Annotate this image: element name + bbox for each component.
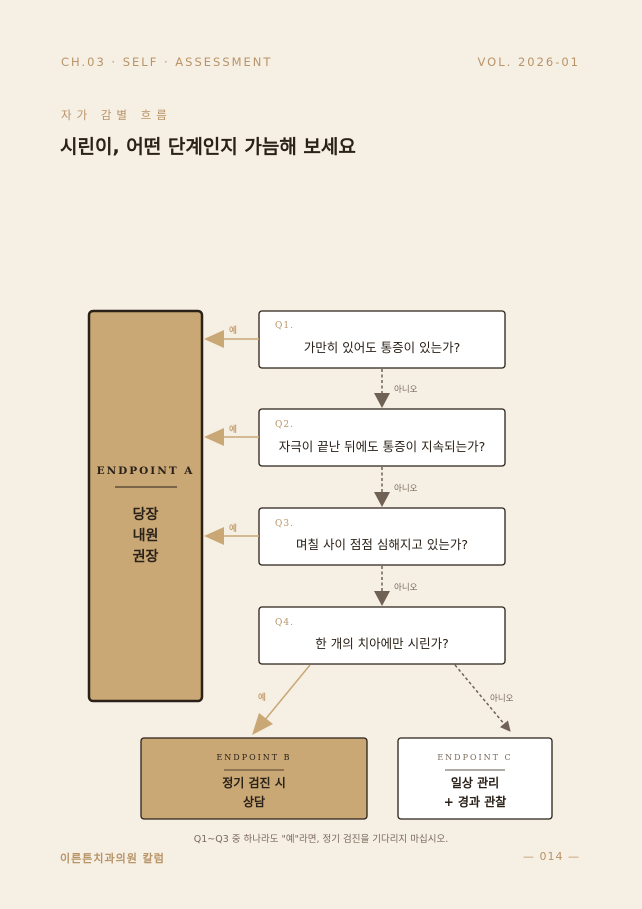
no-arrow-q4 [454, 664, 511, 732]
yes-arrow-q4 [252, 664, 311, 735]
header-volume: VOL. 2026-01 [477, 55, 580, 69]
endpoint-c-label: ENDPOINT C [437, 753, 513, 762]
endpoint-c-text: 일상 관리 + 경과 관찰 [443, 776, 507, 809]
no-arrow-q2 [374, 467, 390, 507]
no-label-q2: 아니오 [394, 484, 418, 494]
q1-tag: Q1. [275, 321, 294, 331]
endpoint-b-text: 정기 검진 시 상담 [222, 776, 286, 809]
q3-tag: Q3. [275, 519, 294, 529]
yes-arrow-q1 [204, 330, 259, 348]
yes-arrow-q3 [204, 527, 259, 545]
yes-label-q3: 예 [229, 524, 237, 534]
header-chapter: CH.03 · SELF · ASSESSMENT [61, 55, 273, 69]
footer-page-number: — 014 — [523, 850, 580, 863]
yes-label-q1: 예 [229, 326, 237, 336]
yes-label-q2: 예 [229, 425, 237, 435]
q4-tag: Q4. [275, 618, 294, 628]
no-label-q4: 아니오 [490, 694, 514, 704]
footer-clinic-name: 이른튼치과의원 칼럼 [60, 852, 165, 865]
no-label-q1: 아니오 [394, 385, 418, 395]
section-kicker: 자가 감별 흐름 [61, 108, 172, 122]
q4-box [258, 606, 506, 665]
endpoint-a-label: ENDPOINT A [96, 465, 195, 477]
endpoint-b-box [140, 737, 368, 820]
no-label-q3: 아니오 [394, 583, 418, 593]
q2-text: 자극이 끝난 뒤에도 통증이 지속되는가? [278, 439, 486, 454]
endpoint-a-text: 당장 내원 권장 [132, 507, 159, 565]
no-arrow-q1 [374, 369, 390, 408]
yes-arrow-q2 [204, 428, 259, 446]
endpoint-c-box [397, 737, 553, 820]
endpoint-b-label: ENDPOINT B [216, 753, 292, 762]
q2-tag: Q2. [275, 420, 294, 430]
endpoint-a-box [87, 309, 204, 703]
footnote: Q1~Q3 중 하나라도 "예"라면, 정기 검진을 기다리지 마십시오. [193, 834, 449, 845]
q1-text: 가만히 있어도 통증이 있는가? [303, 340, 461, 355]
q3-text: 며칠 사이 점점 심해지고 있는가? [295, 537, 469, 552]
q4-text: 한 개의 치아에만 시린가? [315, 636, 449, 651]
yes-label-q4: 예 [258, 693, 266, 703]
page-title: 시린이, 어떤 단계인지 가늠해 보세요 [60, 136, 356, 158]
no-arrow-q3 [374, 566, 390, 606]
